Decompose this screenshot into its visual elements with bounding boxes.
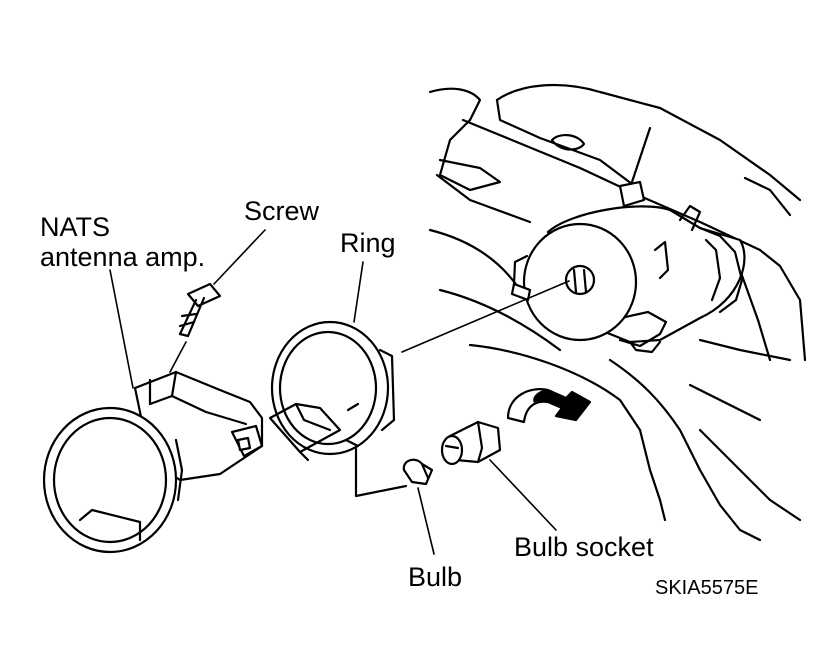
- rotation-arrow: [506, 388, 592, 424]
- bulb-socket-label: Bulb socket: [514, 532, 654, 562]
- steering-column-assembly: [428, 83, 807, 542]
- bulb-socket-drawing: [440, 420, 502, 466]
- bulb-label: Bulb: [408, 562, 463, 592]
- ring-label: Ring: [340, 228, 396, 258]
- ring-mount-leader: [401, 280, 570, 353]
- nats-leader: [109, 269, 134, 389]
- bulb-drawing: [354, 446, 434, 498]
- nats-antenna-amp-drawing: [42, 370, 264, 554]
- ring-drawing: [268, 320, 396, 462]
- screw-drawing: [178, 282, 222, 338]
- bulb-socket-leader: [489, 459, 557, 531]
- screw-to-amp-line: [169, 341, 187, 373]
- nats-label-line1: NATS: [40, 212, 111, 242]
- figure-code: SKIA5575E: [655, 577, 759, 599]
- nats-label-line2: antenna amp.: [40, 242, 206, 272]
- ring-leader: [353, 261, 364, 323]
- screw-label: Screw: [244, 196, 320, 226]
- screw-leader: [213, 229, 266, 285]
- bulb-leader: [417, 487, 435, 555]
